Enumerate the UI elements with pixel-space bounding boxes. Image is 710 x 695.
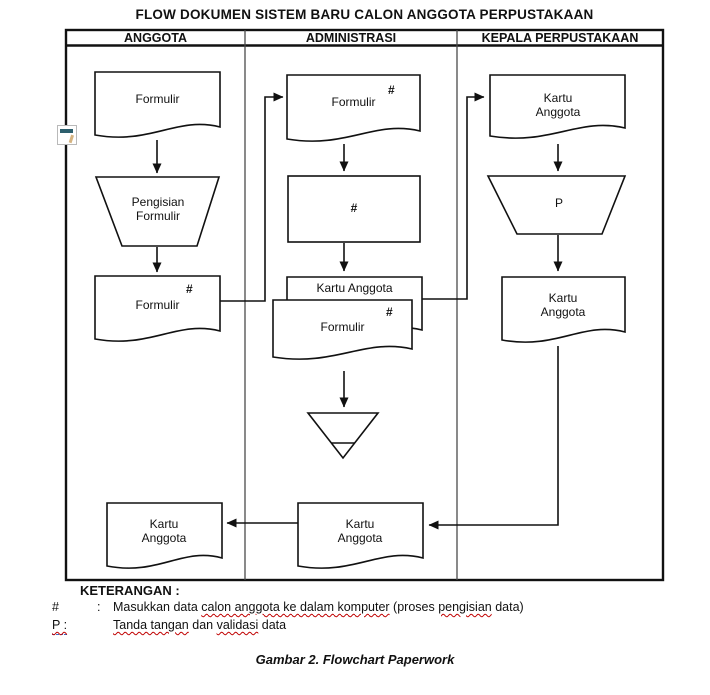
hash-mark-anggota-formulir: # bbox=[186, 282, 193, 296]
document-kepala-kartu-out bbox=[501, 276, 626, 343]
object-placeholder-icon bbox=[57, 125, 77, 145]
label-anggota-formulir-blank: Formulir bbox=[135, 92, 180, 106]
keterangan-term-p: P : bbox=[52, 618, 68, 635]
connector-anggota-to-admin bbox=[220, 92, 284, 302]
document-anggota-formulir-filled bbox=[94, 275, 221, 342]
document-admin-formulir-front bbox=[272, 299, 413, 360]
page-title: FLOW DOKUMEN SISTEM BARU CALON ANGGOTA P… bbox=[135, 7, 594, 22]
label-admin-formulir-in: Formulir bbox=[331, 95, 376, 109]
label-anggota-kartu-final: Kartu Anggota bbox=[141, 517, 187, 545]
label-admin-kartu-out: Kartu Anggota bbox=[337, 517, 383, 545]
keterangan-term-hash: # bbox=[52, 600, 59, 614]
column-header-administrasi: ADMINISTRASI bbox=[305, 31, 397, 45]
keterangan-desc-p: Tanda tangan dan validasi data bbox=[113, 618, 287, 632]
label-admin-kartu-back: Kartu Anggota bbox=[316, 281, 393, 295]
label-kepala-validasi-p: P bbox=[554, 196, 563, 210]
keterangan-separator: : bbox=[97, 600, 101, 614]
label-admin-input-process: # bbox=[350, 201, 358, 215]
figure-caption: Gambar 2. Flowchart Paperwork bbox=[255, 652, 455, 667]
object-placeholder-icon-bar bbox=[60, 129, 73, 133]
keterangan-heading: KETERANGAN : bbox=[80, 583, 180, 598]
connector-admin-to-kepala bbox=[422, 92, 485, 300]
object-placeholder-icon-mark bbox=[62, 132, 75, 144]
label-pengisian-formulir: Pengisian Formulir bbox=[131, 195, 185, 223]
keterangan-item-p: P : Tanda tangan dan validasi data bbox=[0, 618, 710, 635]
manual-operation-validasi-p bbox=[486, 175, 627, 235]
hash-mark-admin-formulir-in: # bbox=[388, 83, 395, 97]
column-header-anggota: ANGGOTA bbox=[124, 31, 187, 45]
manual-operation-pengisian-formulir bbox=[94, 176, 221, 247]
label-anggota-formulir-filled: Formulir bbox=[135, 298, 180, 312]
document-admin-formulir-in bbox=[286, 74, 421, 142]
archive-triangle bbox=[306, 412, 380, 460]
document-anggota-kartu-final bbox=[106, 502, 223, 569]
document-admin-kartu-out bbox=[297, 502, 424, 569]
keterangan-item-hash: # : Masukkan data calon anggota ke dalam… bbox=[0, 600, 710, 616]
label-kepala-kartu-in: Kartu Anggota bbox=[535, 91, 581, 119]
swimlane-table-border bbox=[64, 28, 665, 582]
label-admin-formulir-front: Formulir bbox=[320, 320, 365, 334]
process-admin-input bbox=[287, 175, 421, 243]
column-header-kepala-perpustakaan: KEPALA PERPUSTAKAAN bbox=[481, 31, 639, 45]
connector-kepala-to-admin-out bbox=[428, 346, 559, 530]
keterangan-desc-hash: Masukkan data calon anggota ke dalam kom… bbox=[113, 600, 524, 614]
document-anggota-formulir-blank bbox=[94, 71, 221, 138]
document-kepala-kartu-in bbox=[489, 74, 626, 139]
label-kepala-kartu-out: Kartu Anggota bbox=[540, 291, 586, 319]
hash-mark-admin-formulir-front: # bbox=[386, 305, 393, 319]
